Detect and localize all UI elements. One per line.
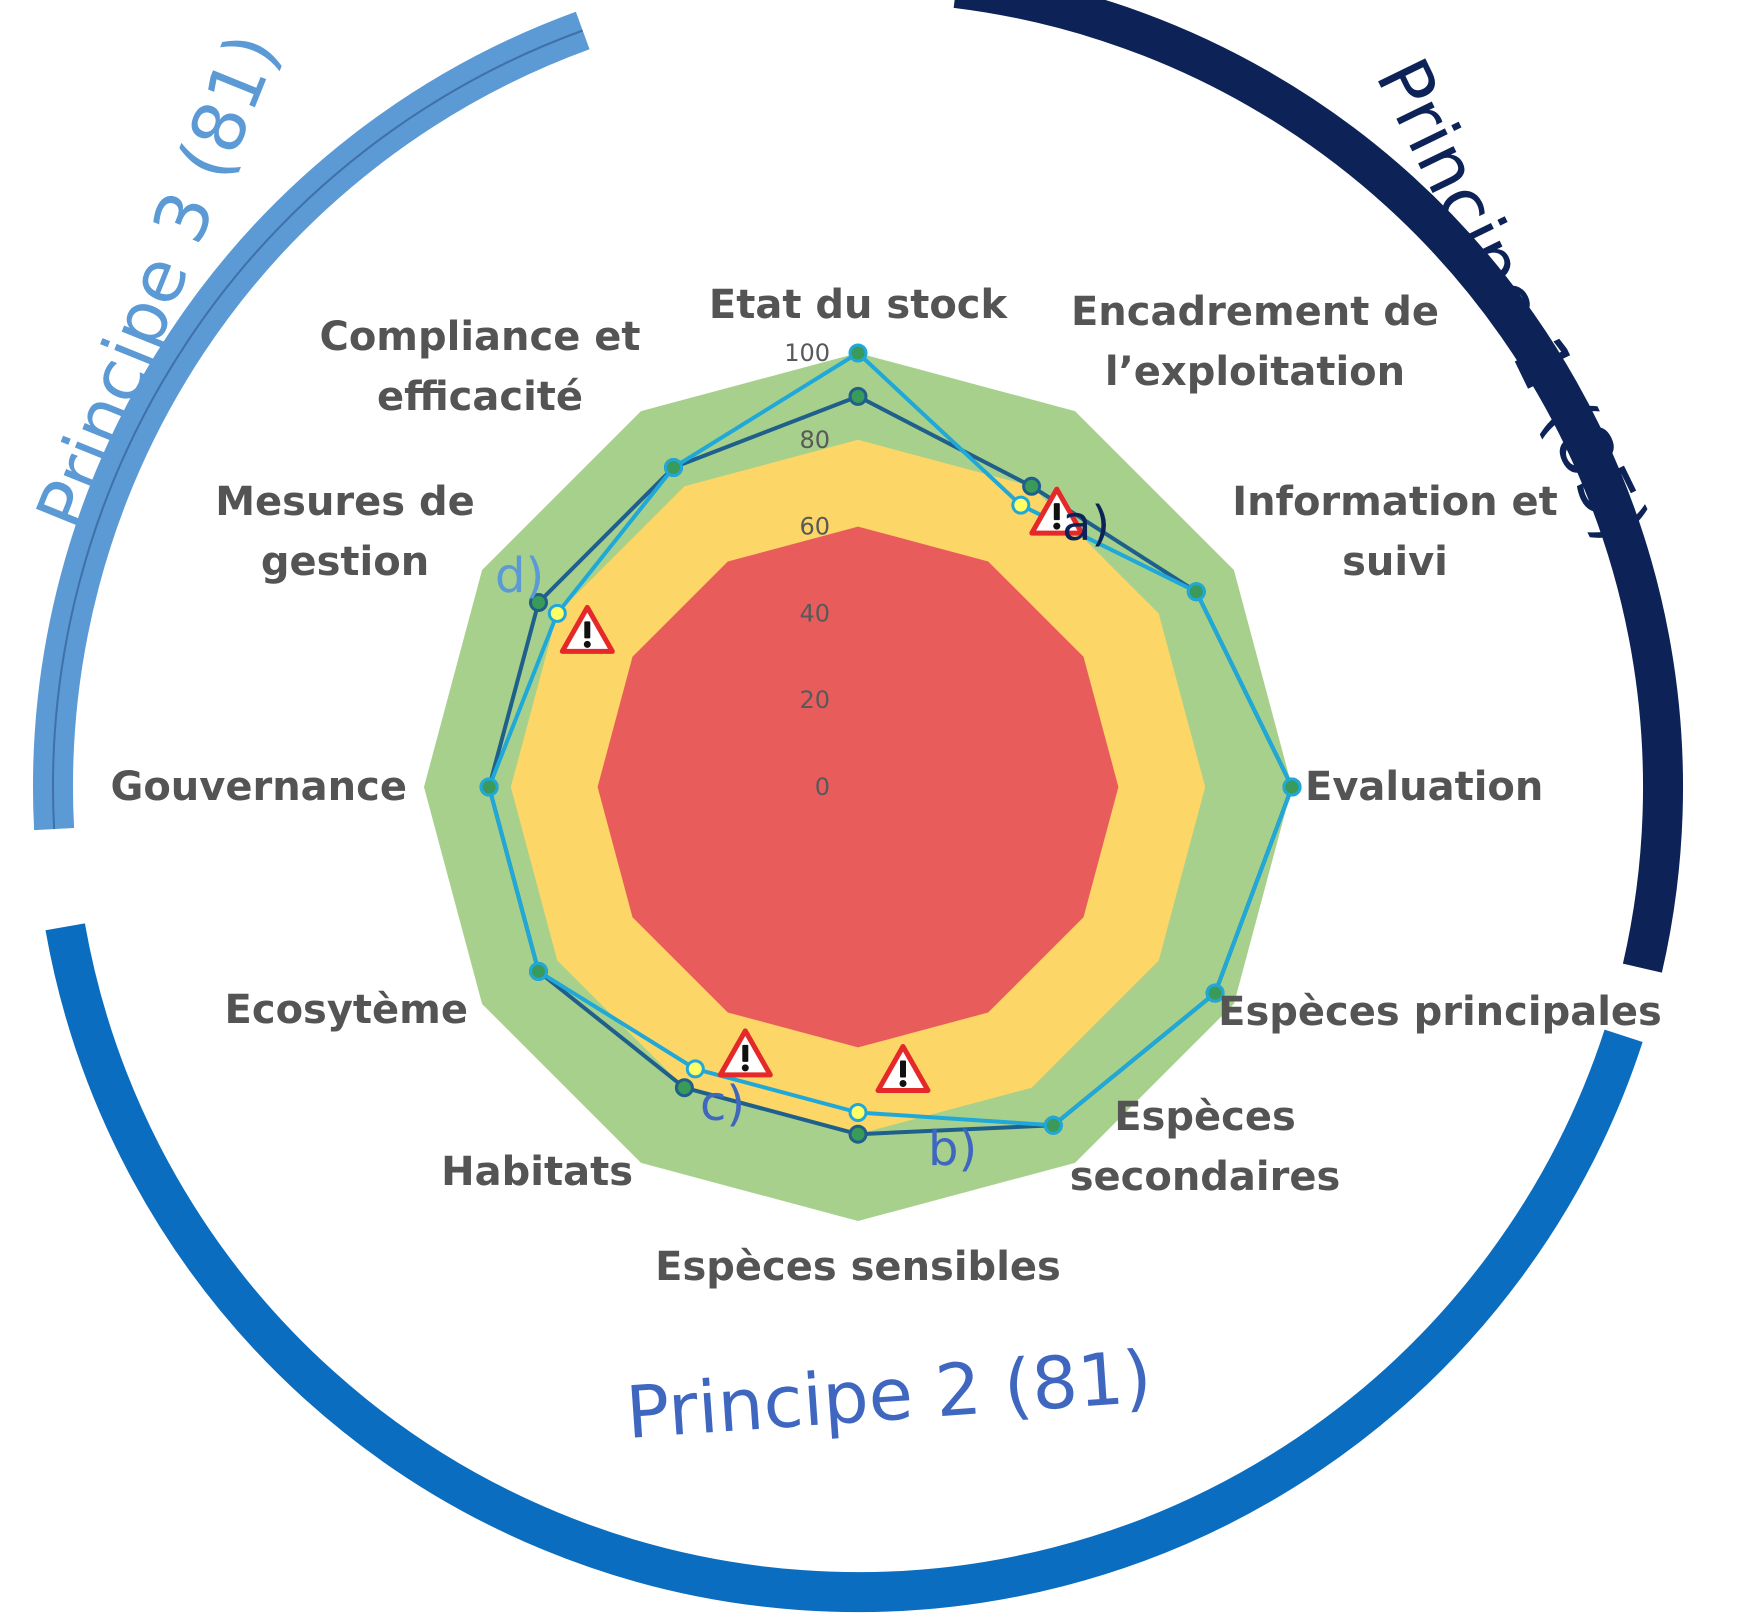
series-2-point-6 bbox=[1043, 1115, 1063, 1135]
axis-label-10: Gouvernance bbox=[110, 764, 407, 810]
radial-ticks: 0 20 40 60 80 100 bbox=[784, 339, 830, 801]
series-1-point-11 bbox=[529, 593, 548, 612]
warning-icon bbox=[1029, 486, 1085, 536]
series-1-point-2 bbox=[1022, 476, 1042, 496]
axis-label-9: Ecosytème bbox=[225, 987, 468, 1033]
series-markers bbox=[479, 343, 1302, 1144]
series-2-point-4 bbox=[1282, 777, 1302, 797]
principle-2-arc bbox=[45, 923, 1643, 1613]
principle-2-label: Principe 2 (81) bbox=[623, 1334, 1154, 1455]
principle-3-arc bbox=[33, 11, 590, 831]
warning-icon bbox=[559, 604, 615, 654]
principle-arcs bbox=[33, 0, 1684, 1613]
warning-icon bbox=[875, 1044, 931, 1093]
series-2-point-1 bbox=[848, 343, 868, 363]
tick-label-100: 100 bbox=[784, 339, 830, 367]
warning-icon bbox=[717, 1028, 773, 1078]
series-1-point-8 bbox=[674, 1078, 694, 1098]
note-d-label: d) bbox=[495, 548, 544, 604]
series-2-point-2 bbox=[1011, 495, 1031, 515]
series-2-point-11 bbox=[547, 603, 567, 623]
series-2-point-9 bbox=[529, 961, 548, 981]
series-1-point-7 bbox=[848, 1124, 868, 1144]
tick-label-40: 40 bbox=[799, 599, 830, 627]
note-labels: a) b) c) d) bbox=[495, 496, 1110, 1177]
score-bands bbox=[424, 353, 1292, 1221]
axis-label-4: Evaluation bbox=[1305, 764, 1543, 810]
tick-label-80: 80 bbox=[799, 426, 830, 454]
series-1-point-1 bbox=[848, 386, 868, 406]
series-2-point-8 bbox=[685, 1059, 705, 1079]
series-2-point-7 bbox=[848, 1103, 868, 1122]
tick-label-60: 60 bbox=[799, 513, 830, 541]
warning-markers bbox=[559, 486, 1085, 1093]
note-c-label: c) bbox=[700, 1076, 745, 1132]
axis-label-7: Espèces sensibles bbox=[655, 1244, 1061, 1290]
axis-label-8: Habitats bbox=[441, 1149, 633, 1195]
principle-1-arc bbox=[953, 0, 1684, 973]
principle-3-arc-outline bbox=[52, 29, 584, 830]
tick-label-0: 0 bbox=[815, 773, 830, 801]
series-2-point-10 bbox=[479, 777, 499, 797]
band-0-60 bbox=[597, 526, 1119, 1048]
note-b-label: b) bbox=[928, 1121, 977, 1177]
series-2-point-5 bbox=[1205, 983, 1225, 1003]
series-2-point-12 bbox=[664, 458, 683, 477]
tick-label-20: 20 bbox=[799, 686, 830, 714]
axis-label-1: Etat du stock bbox=[709, 282, 1009, 328]
series-2-point-3 bbox=[1186, 582, 1206, 602]
axis-label-5: Espèces principales bbox=[1218, 989, 1662, 1035]
note-a-label: a) bbox=[1062, 496, 1110, 552]
